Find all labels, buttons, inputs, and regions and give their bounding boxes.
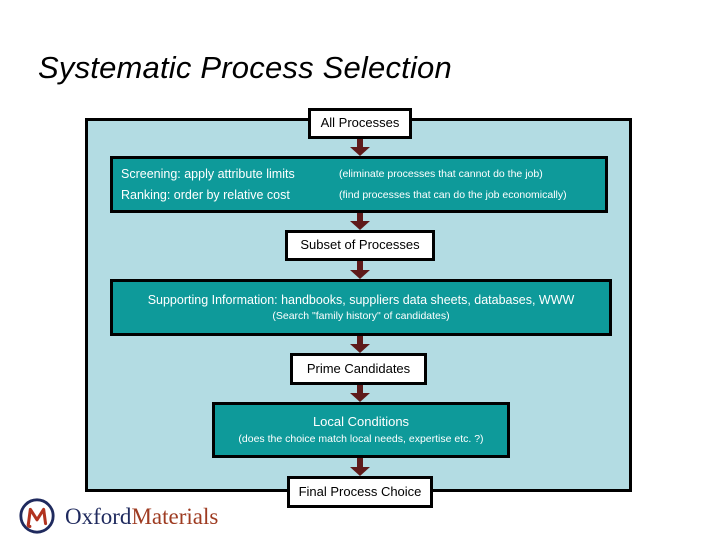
- flow-arrow-6: [350, 458, 370, 476]
- flow-node-label: Subset of Processes: [300, 237, 420, 253]
- flow-node-subset-of-processes: Subset of Processes: [285, 230, 435, 261]
- flow-node-screening-ranking: Screening: apply attribute limits (elimi…: [110, 156, 608, 213]
- arrow-stem: [357, 458, 363, 467]
- flow-node-local-conditions: Local Conditions (does the choice match …: [212, 402, 510, 458]
- page-title: Systematic Process Selection: [38, 50, 452, 85]
- flow-arrow-1: [350, 139, 370, 156]
- arrow-stem: [357, 261, 363, 270]
- arrow-stem: [357, 336, 363, 344]
- flow-arrow-3: [350, 261, 370, 279]
- oxford-materials-logo: OxfordMaterials: [18, 497, 218, 535]
- arrow-stem: [357, 385, 363, 393]
- arrow-head-icon: [350, 393, 370, 402]
- flow-node-sublabel: (Search "family history" of candidates): [272, 309, 450, 322]
- arrow-head-icon: [350, 147, 370, 156]
- arrow-head-icon: [350, 467, 370, 476]
- flow-node-label: All Processes: [320, 115, 400, 131]
- ranking-main-label: Ranking: order by relative cost: [121, 187, 290, 202]
- oxford-materials-mu-emblem-icon: [19, 498, 55, 534]
- screening-row: Screening: apply attribute limits (elimi…: [113, 164, 605, 185]
- flow-node-final-process-choice: Final Process Choice: [287, 476, 433, 508]
- flow-node-sublabel: (does the choice match local needs, expe…: [238, 432, 484, 445]
- logo-word-oxford: Oxford: [65, 503, 132, 529]
- flow-node-label: Final Process Choice: [298, 483, 422, 499]
- flow-node-prime-candidates: Prime Candidates: [290, 353, 427, 385]
- logo-wordmark: OxfordMaterials: [65, 505, 218, 528]
- screening-main-label: Screening: apply attribute limits: [121, 167, 295, 182]
- flow-arrow-2: [350, 213, 370, 230]
- arrow-stem: [357, 139, 363, 147]
- flow-node-supporting-information: Supporting Information: handbooks, suppl…: [110, 279, 612, 336]
- logo-word-materials: Materials: [131, 503, 219, 529]
- arrow-head-icon: [350, 221, 370, 230]
- arrow-stem: [357, 213, 363, 221]
- flow-node-label: Local Conditions: [312, 413, 410, 429]
- flow-arrow-5: [350, 385, 370, 402]
- arrow-head-icon: [350, 344, 370, 353]
- screening-note-label: (eliminate processes that cannot do the …: [339, 168, 543, 181]
- flow-node-label: Prime Candidates: [306, 360, 411, 376]
- flow-node-label: Supporting Information: handbooks, suppl…: [147, 292, 575, 307]
- ranking-note-label: (find processes that can do the job econ…: [339, 188, 567, 201]
- flow-node-all-processes: All Processes: [308, 108, 412, 139]
- flow-arrow-4: [350, 336, 370, 353]
- ranking-row: Ranking: order by relative cost (find pr…: [113, 185, 605, 206]
- arrow-head-icon: [350, 270, 370, 279]
